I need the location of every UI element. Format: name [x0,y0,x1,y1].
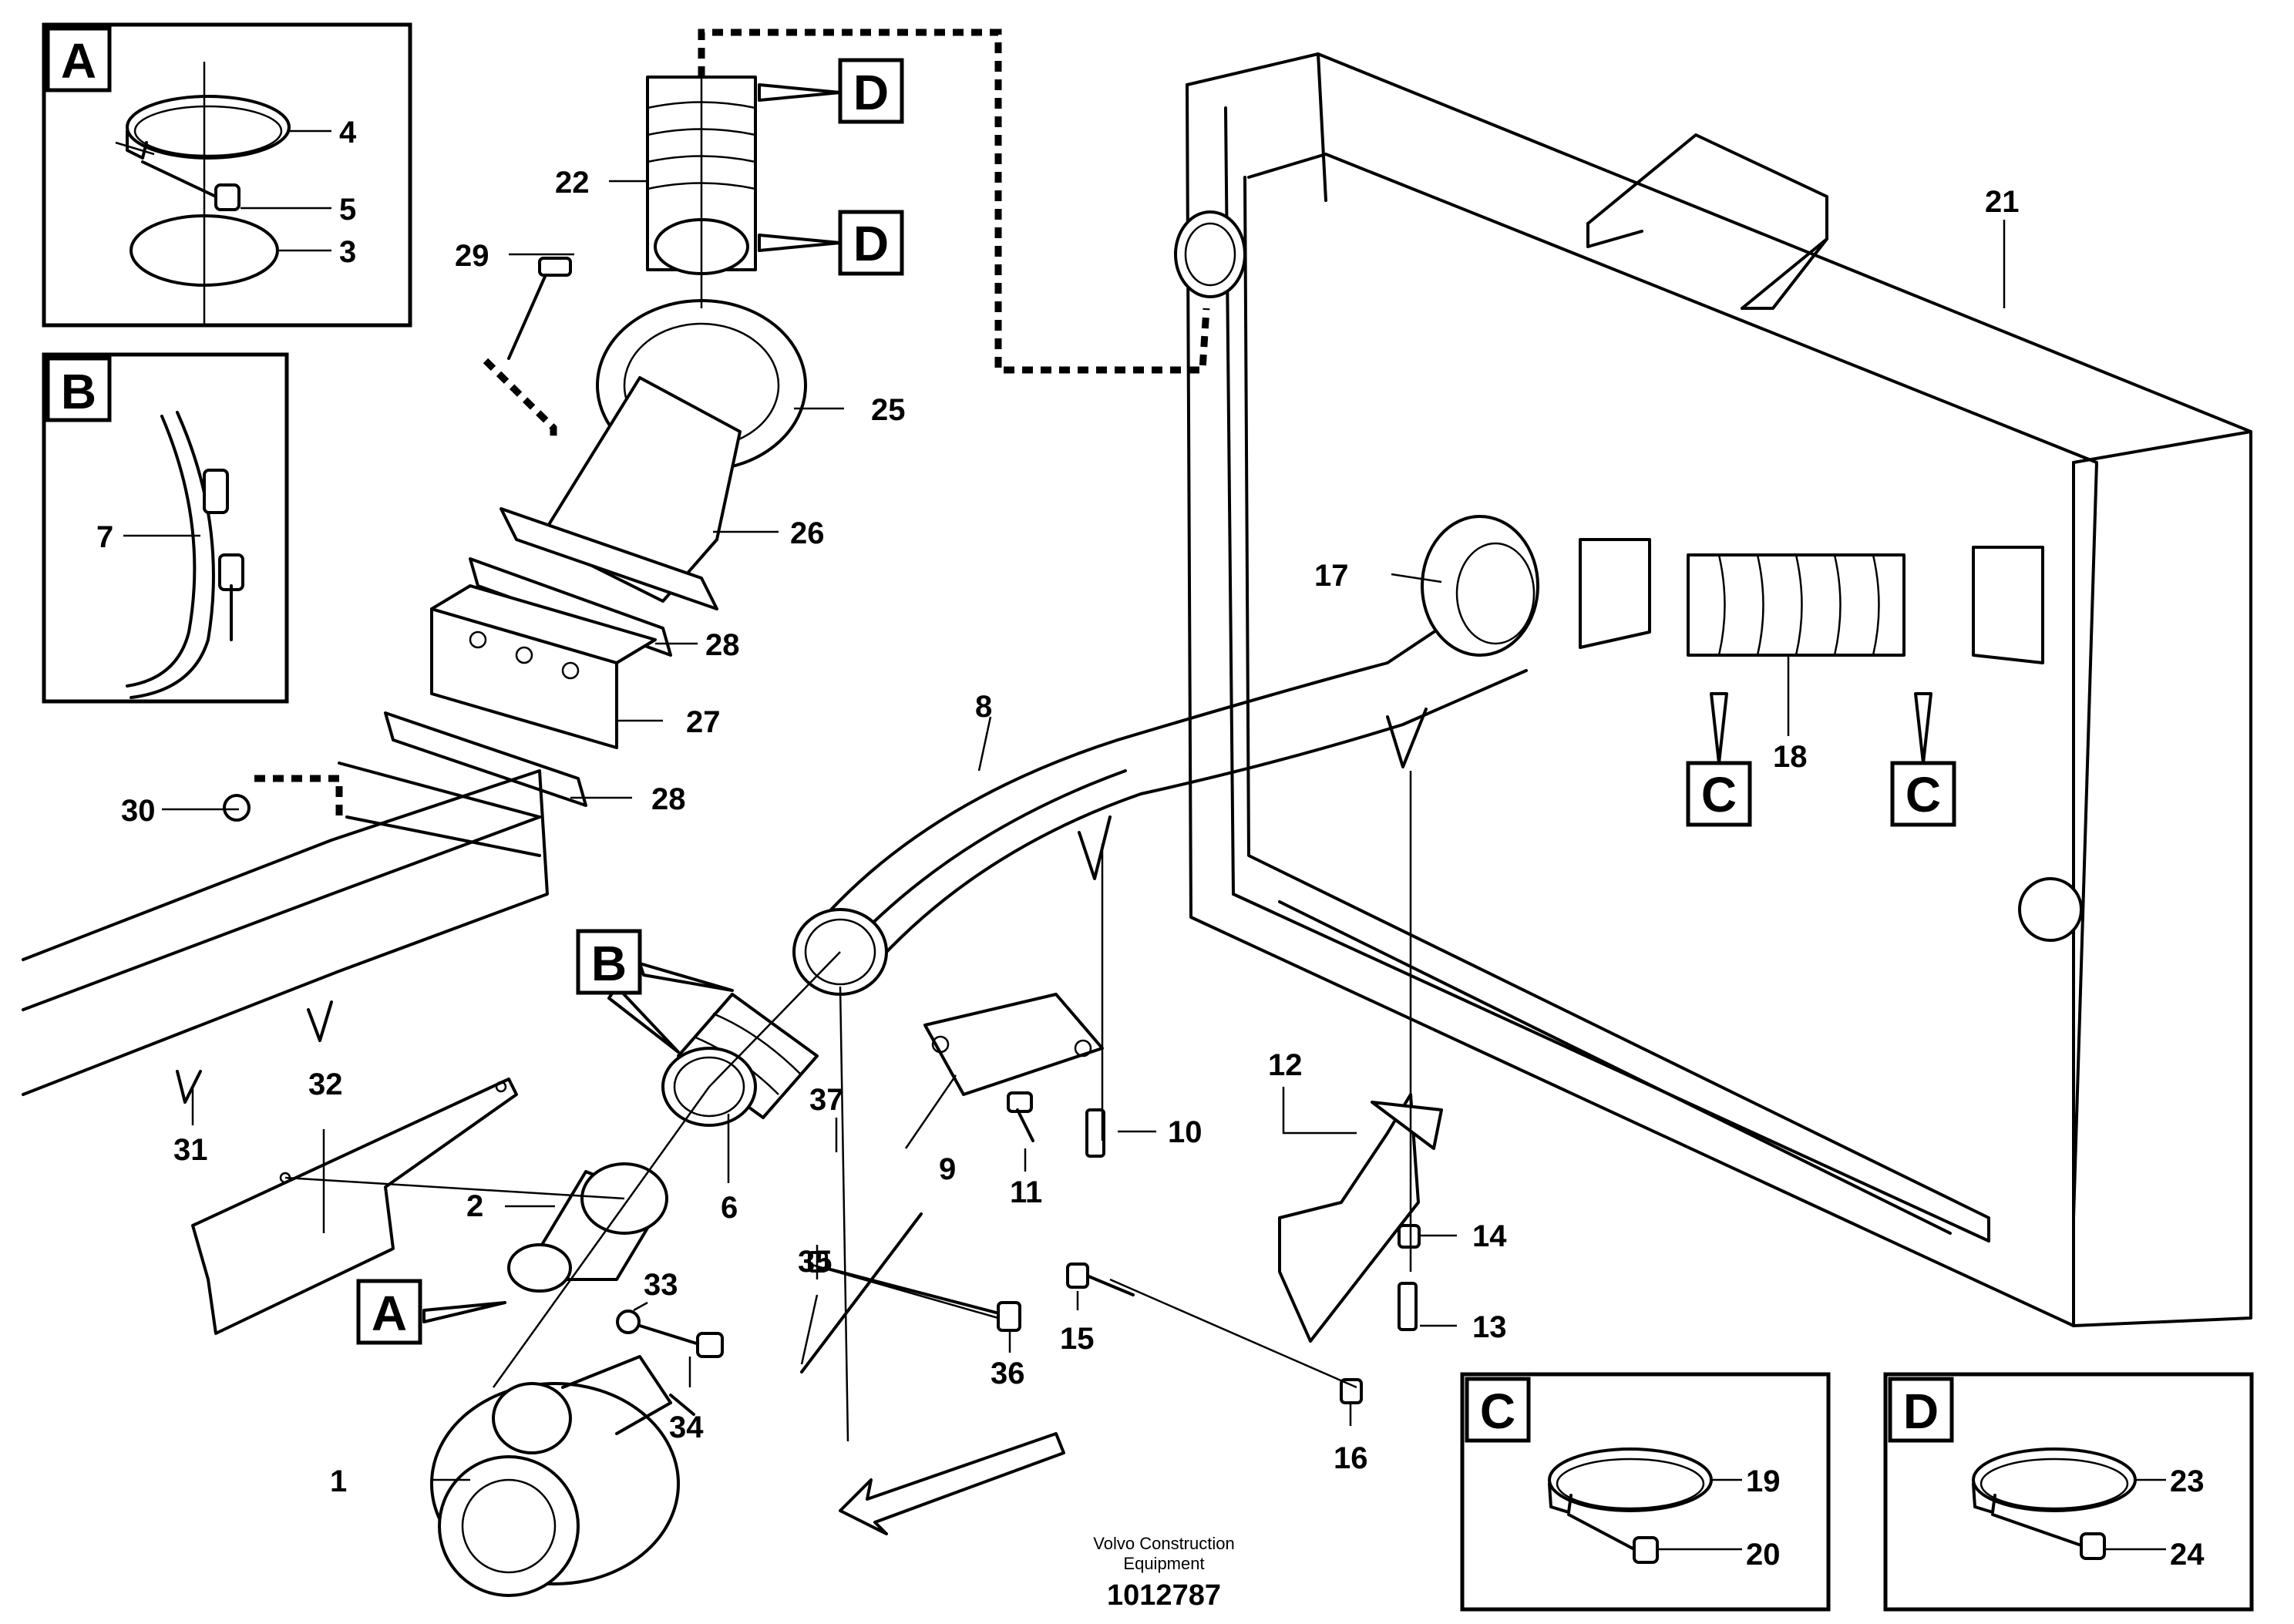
callout-28-lower: 28 [651,782,686,816]
charge-air-cooler [1174,52,2252,1327]
upper-hose-stack [384,76,807,807]
callout-12: 12 [1268,1048,1303,1082]
callout-34: 34 [669,1410,704,1444]
callout-25: 25 [871,393,906,427]
direction-arrow [839,1432,1065,1535]
callout-2: 2 [466,1189,483,1223]
callout-27: 27 [686,705,721,739]
callout-11: 11 [1010,1175,1042,1209]
detail-frame-c: C [1460,1372,1831,1612]
callout-8: 8 [975,690,992,724]
detail-frame-b: B [42,352,289,704]
heat-shield-32 [191,1078,518,1335]
callout-7: 7 [96,520,113,554]
document-number: 1012787 [1107,1579,1221,1612]
svg-text:A: A [372,1286,407,1341]
callout-17: 17 [1314,559,1349,593]
callout-3: 3 [339,235,356,269]
callout-30: 30 [121,794,156,828]
svg-text:A: A [61,33,96,89]
callout-9: 9 [939,1152,956,1186]
callout-24: 24 [2170,1538,2205,1572]
svg-text:B: B [591,936,627,991]
callout-16: 16 [1334,1441,1368,1475]
fasteners [223,257,1421,1404]
turbocharger [430,1355,695,1597]
callout-32: 32 [308,1068,343,1101]
pipe-8 [792,515,1539,996]
callout-6: 6 [721,1191,738,1225]
svg-text:C: C [1906,767,1941,822]
callout-18: 18 [1773,740,1808,774]
detail-tag-c-right: C [1890,692,1956,827]
callout-numbers: 1 2 3 4 5 6 7 8 9 10 11 12 13 14 15 16 1… [96,116,2205,1572]
callout-28: 28 [705,628,740,662]
callout-20: 20 [1746,1538,1781,1572]
callout-22: 22 [555,166,590,200]
bracket-9 [923,993,1104,1096]
svg-text:D: D [853,216,889,271]
callout-35: 35 [798,1245,832,1279]
callout-13: 13 [1472,1310,1507,1344]
callout-5: 5 [339,193,356,227]
caption-line-1: Volvo Construction [1093,1534,1234,1553]
callout-1: 1 [330,1464,347,1498]
callout-19: 19 [1746,1464,1781,1498]
svg-text:B: B [61,364,96,419]
bracket-12 [1278,1093,1443,1343]
callout-leaders [162,180,2006,1481]
hose-6 [661,993,819,1127]
callout-26: 26 [790,516,825,550]
callout-37: 37 [809,1083,844,1117]
svg-text:C: C [1480,1384,1515,1439]
detail-frame-a: A [42,22,412,328]
assembly-path-lines [254,29,1210,817]
caption-line-2: Equipment [1123,1554,1204,1573]
assembly-center-lines [284,77,1412,1442]
callout-31: 31 [173,1133,208,1167]
callout-4: 4 [339,116,357,150]
detail-tag-a-main: A [356,1279,506,1345]
diagram-caption: Volvo Construction Equipment 1012787 [1093,1534,1234,1612]
svg-text:C: C [1701,767,1737,822]
detail-frame-d: D [1883,1372,2254,1612]
callout-29: 29 [455,239,489,273]
svg-text:D: D [1903,1384,1939,1439]
exhaust-manifold [22,762,549,1104]
hose-18 [1687,553,1906,657]
detail-tag-b-main: B [576,929,734,1054]
detail-tag-d-upper: D [758,58,904,124]
callout-21: 21 [1985,185,2020,219]
callout-36: 36 [991,1357,1025,1390]
callout-33: 33 [644,1268,678,1302]
callout-15: 15 [1060,1322,1095,1356]
callout-23: 23 [2170,1464,2205,1498]
svg-text:D: D [853,65,889,120]
callout-14: 14 [1472,1219,1507,1253]
callout-10: 10 [1168,1115,1202,1149]
detail-tag-c-left: C [1686,692,1752,827]
detail-tag-d-lower: D [758,210,904,276]
